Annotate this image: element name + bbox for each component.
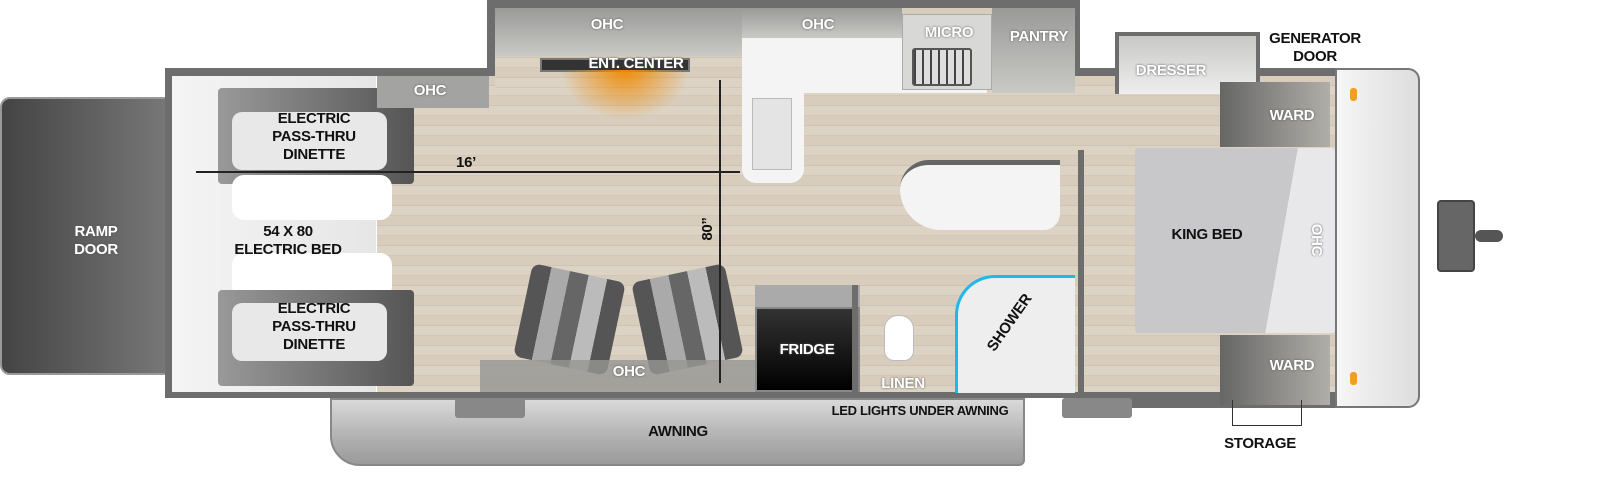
front-cap [1335,68,1420,408]
ent-center-label: ENT. CENTER [588,55,684,72]
micro-label: MICRO [924,24,974,41]
electric-bed-label: 54 X 80 ELECTRIC BED [234,223,342,258]
dinette-top-label: ELECTRIC PASS-THRU DINETTE [272,110,356,163]
entry-step-2 [1062,398,1132,418]
ramp-door [0,97,168,375]
generator-door-label: GENERATOR DOOR [1269,30,1361,65]
ohc-top-right-label: OHC [801,16,835,33]
bedroom-ohc-label: OHC [1308,223,1325,257]
length-dimension-line [196,171,740,173]
dresser-label: DRESSER [1135,62,1207,79]
hitch-jack [1437,200,1475,272]
linen-label: LINEN [881,375,925,392]
stove-icon [912,48,972,86]
bath-vanity [900,160,1060,230]
fridge-label: FRIDGE [779,341,835,358]
ohc-bottom-label: OHC [612,363,646,380]
hitch-coupler [1475,230,1503,242]
recliner-left [513,263,626,376]
toilet-icon [884,315,914,361]
bath-wall-right [1078,150,1084,395]
ent-center-glow [560,70,690,120]
ward-top-label: WARD [1269,107,1315,124]
pantry-cabinet [992,8,1075,93]
led-lights-label: LED LIGHTS UNDER AWNING [831,403,1009,418]
shower [955,275,1075,393]
ohc-top-left-label: OHC [590,16,624,33]
recliner-right [631,263,744,376]
length-dimension-label: 16’ [456,154,476,171]
kitchen-sink [752,98,792,170]
fridge-top [755,285,860,307]
marker-light-top [1350,88,1357,101]
wardrobe-bottom [1220,335,1330,405]
dinette-top-cushion [232,112,387,170]
awning [330,398,1025,466]
awning-label: AWNING [648,423,708,440]
ohc-cabinet-top-left [495,8,742,56]
pantry-label: PANTRY [1009,28,1069,45]
marker-light-bottom [1350,372,1357,385]
rear-ohc-label: OHC [413,82,447,99]
bed-cushion-top [232,175,392,220]
bath-wall-left [852,285,858,395]
wardrobe-top [1220,82,1330,147]
width-dimension-line [719,80,721,383]
ramp-door-label: RAMP DOOR [74,223,118,258]
fridge [755,307,860,392]
ward-bottom-label: WARD [1269,357,1315,374]
dinette-bottom-label: ELECTRIC PASS-THRU DINETTE [272,300,356,353]
king-bed-label: KING BED [1171,226,1243,243]
storage-door [1232,400,1302,426]
rear-ohc-cabinet [377,76,489,108]
entry-step-1 [455,398,525,418]
king-bed [1135,148,1335,333]
ohc-cabinet-bottom [480,360,755,392]
ohc-cabinet-top-right [742,8,902,38]
dinette-bottom-cushion [232,303,387,361]
width-dimension-label: 80” [699,217,716,241]
storage-label: STORAGE [1224,435,1296,452]
